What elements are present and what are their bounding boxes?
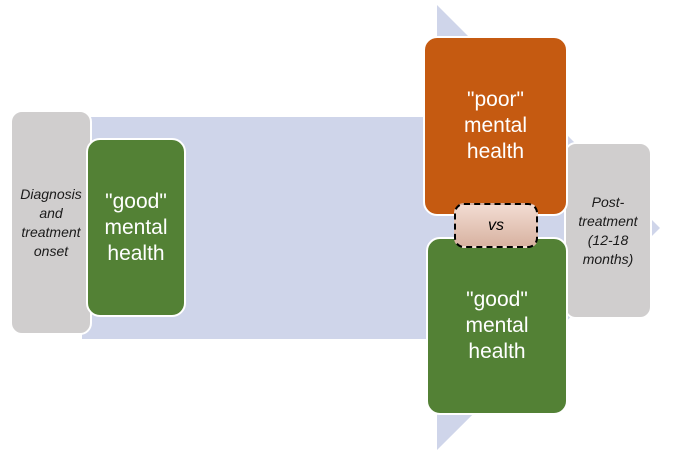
timepoint-onset-box: Diagnosis and treatment onset [10,110,92,335]
start-state-good-box: "good" mental health [86,138,186,317]
comparison-vs-box: vs [454,203,538,248]
end-state-poor-label: "poor" mental health [463,88,528,163]
end-state-poor-box: "poor" mental health [423,36,568,216]
end-state-good-box: "good" mental health [426,237,568,415]
comparison-vs-label: vs [488,216,504,234]
timepoint-post-treatment-label: Post-treatment (12-18 months) [578,193,638,267]
end-state-good-label: "good" mental health [465,288,529,363]
start-state-good-label: "good" mental health [104,189,168,265]
timepoint-post-treatment-box: Post-treatment (12-18 months) [564,142,652,319]
timepoint-onset-label: Diagnosis and treatment onset [20,185,82,259]
